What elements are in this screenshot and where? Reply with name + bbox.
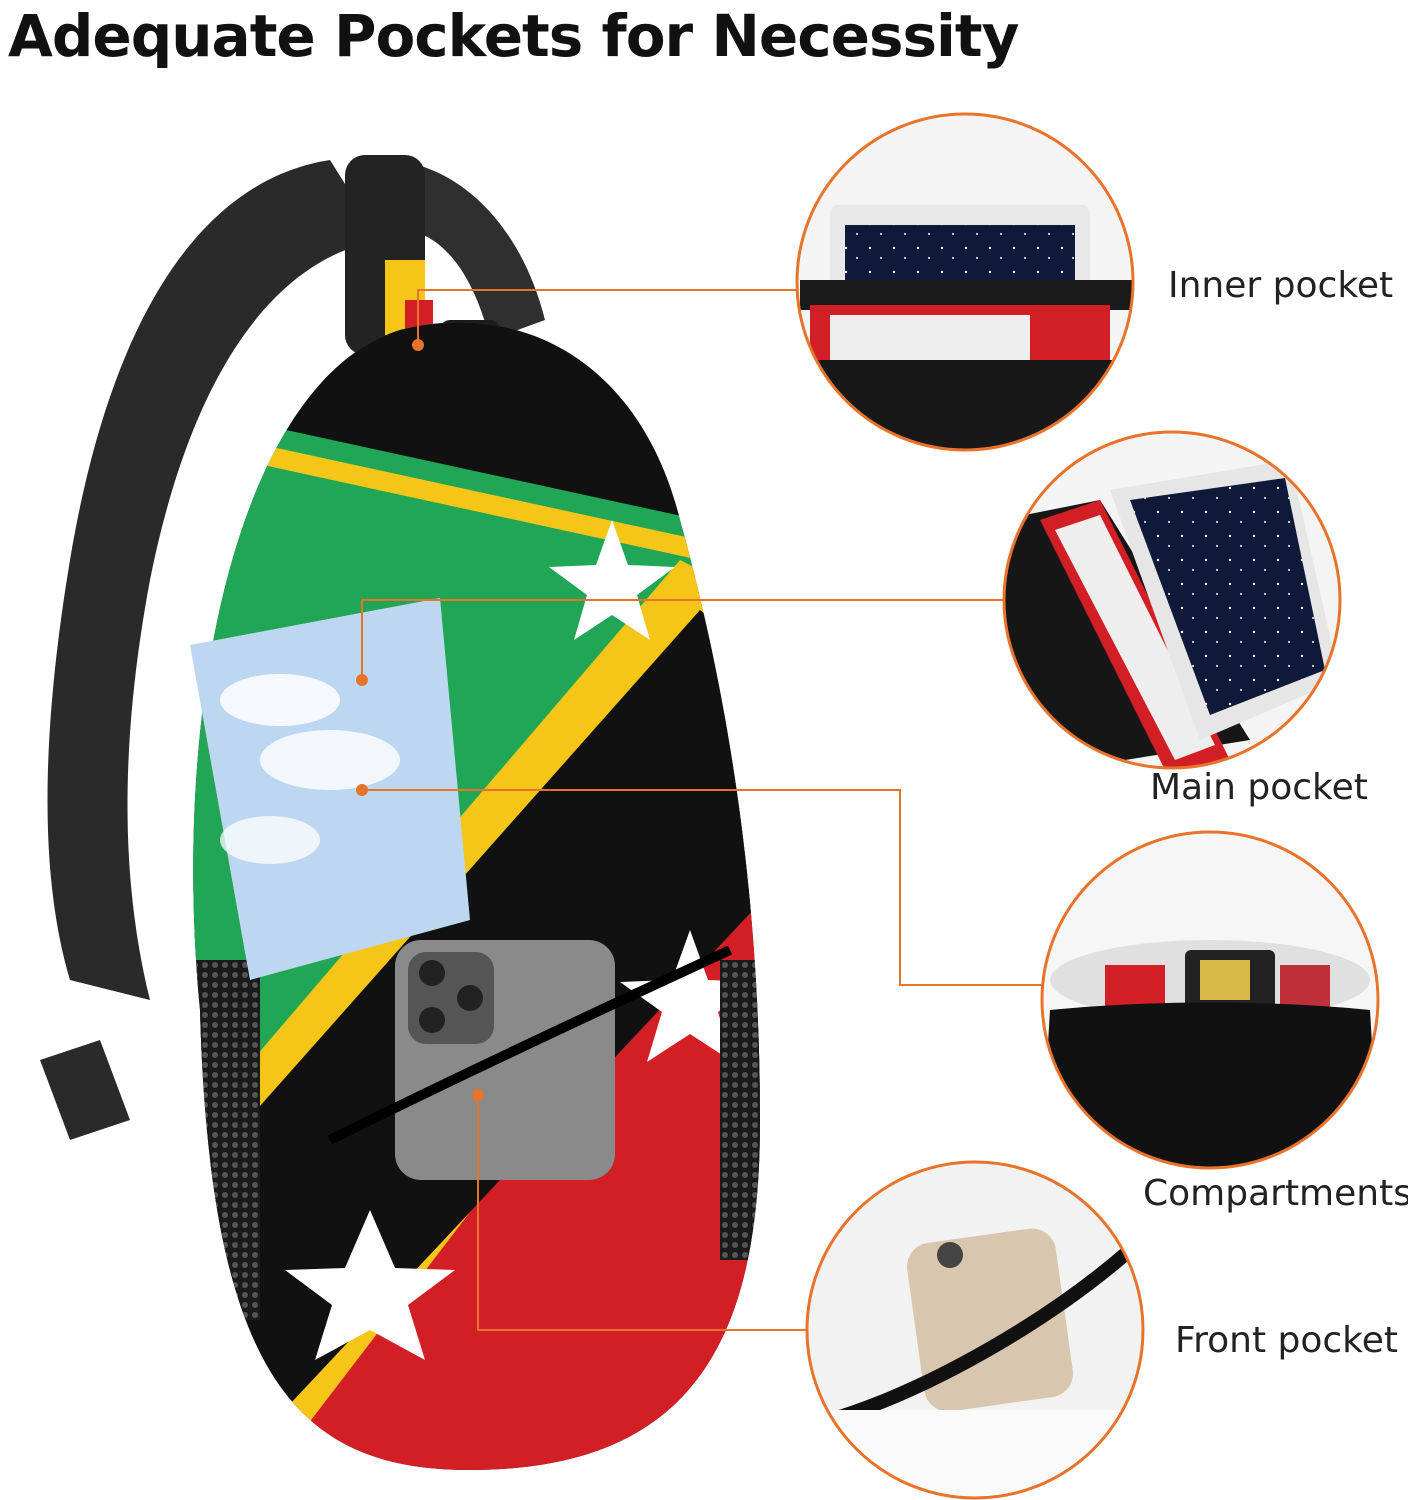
smartphone <box>327 940 733 1180</box>
detail-photo-front-pocket <box>805 1160 1145 1500</box>
callout-label-inner-pocket: Inner pocket <box>1168 265 1394 306</box>
mesh-side-pocket <box>193 960 260 1320</box>
callout-label-main-pocket: Main pocket <box>1150 767 1368 808</box>
detail-photo-compartments <box>1040 830 1380 1170</box>
flag-star <box>285 1210 455 1360</box>
callout-label-compartments: Compartments <box>1143 1173 1408 1214</box>
page-title: Adequate Pockets for Necessity <box>8 2 1019 70</box>
detail-photo-inner-pocket <box>795 112 1135 452</box>
detail-photo-main-pocket <box>1002 430 1342 770</box>
flag-star <box>549 520 675 640</box>
flag-star <box>620 930 760 1062</box>
callout-lines <box>361 289 1045 1331</box>
callout-label-front-pocket: Front pocket <box>1175 1320 1398 1361</box>
callout-dots <box>356 339 484 1101</box>
notebook <box>190 598 470 980</box>
